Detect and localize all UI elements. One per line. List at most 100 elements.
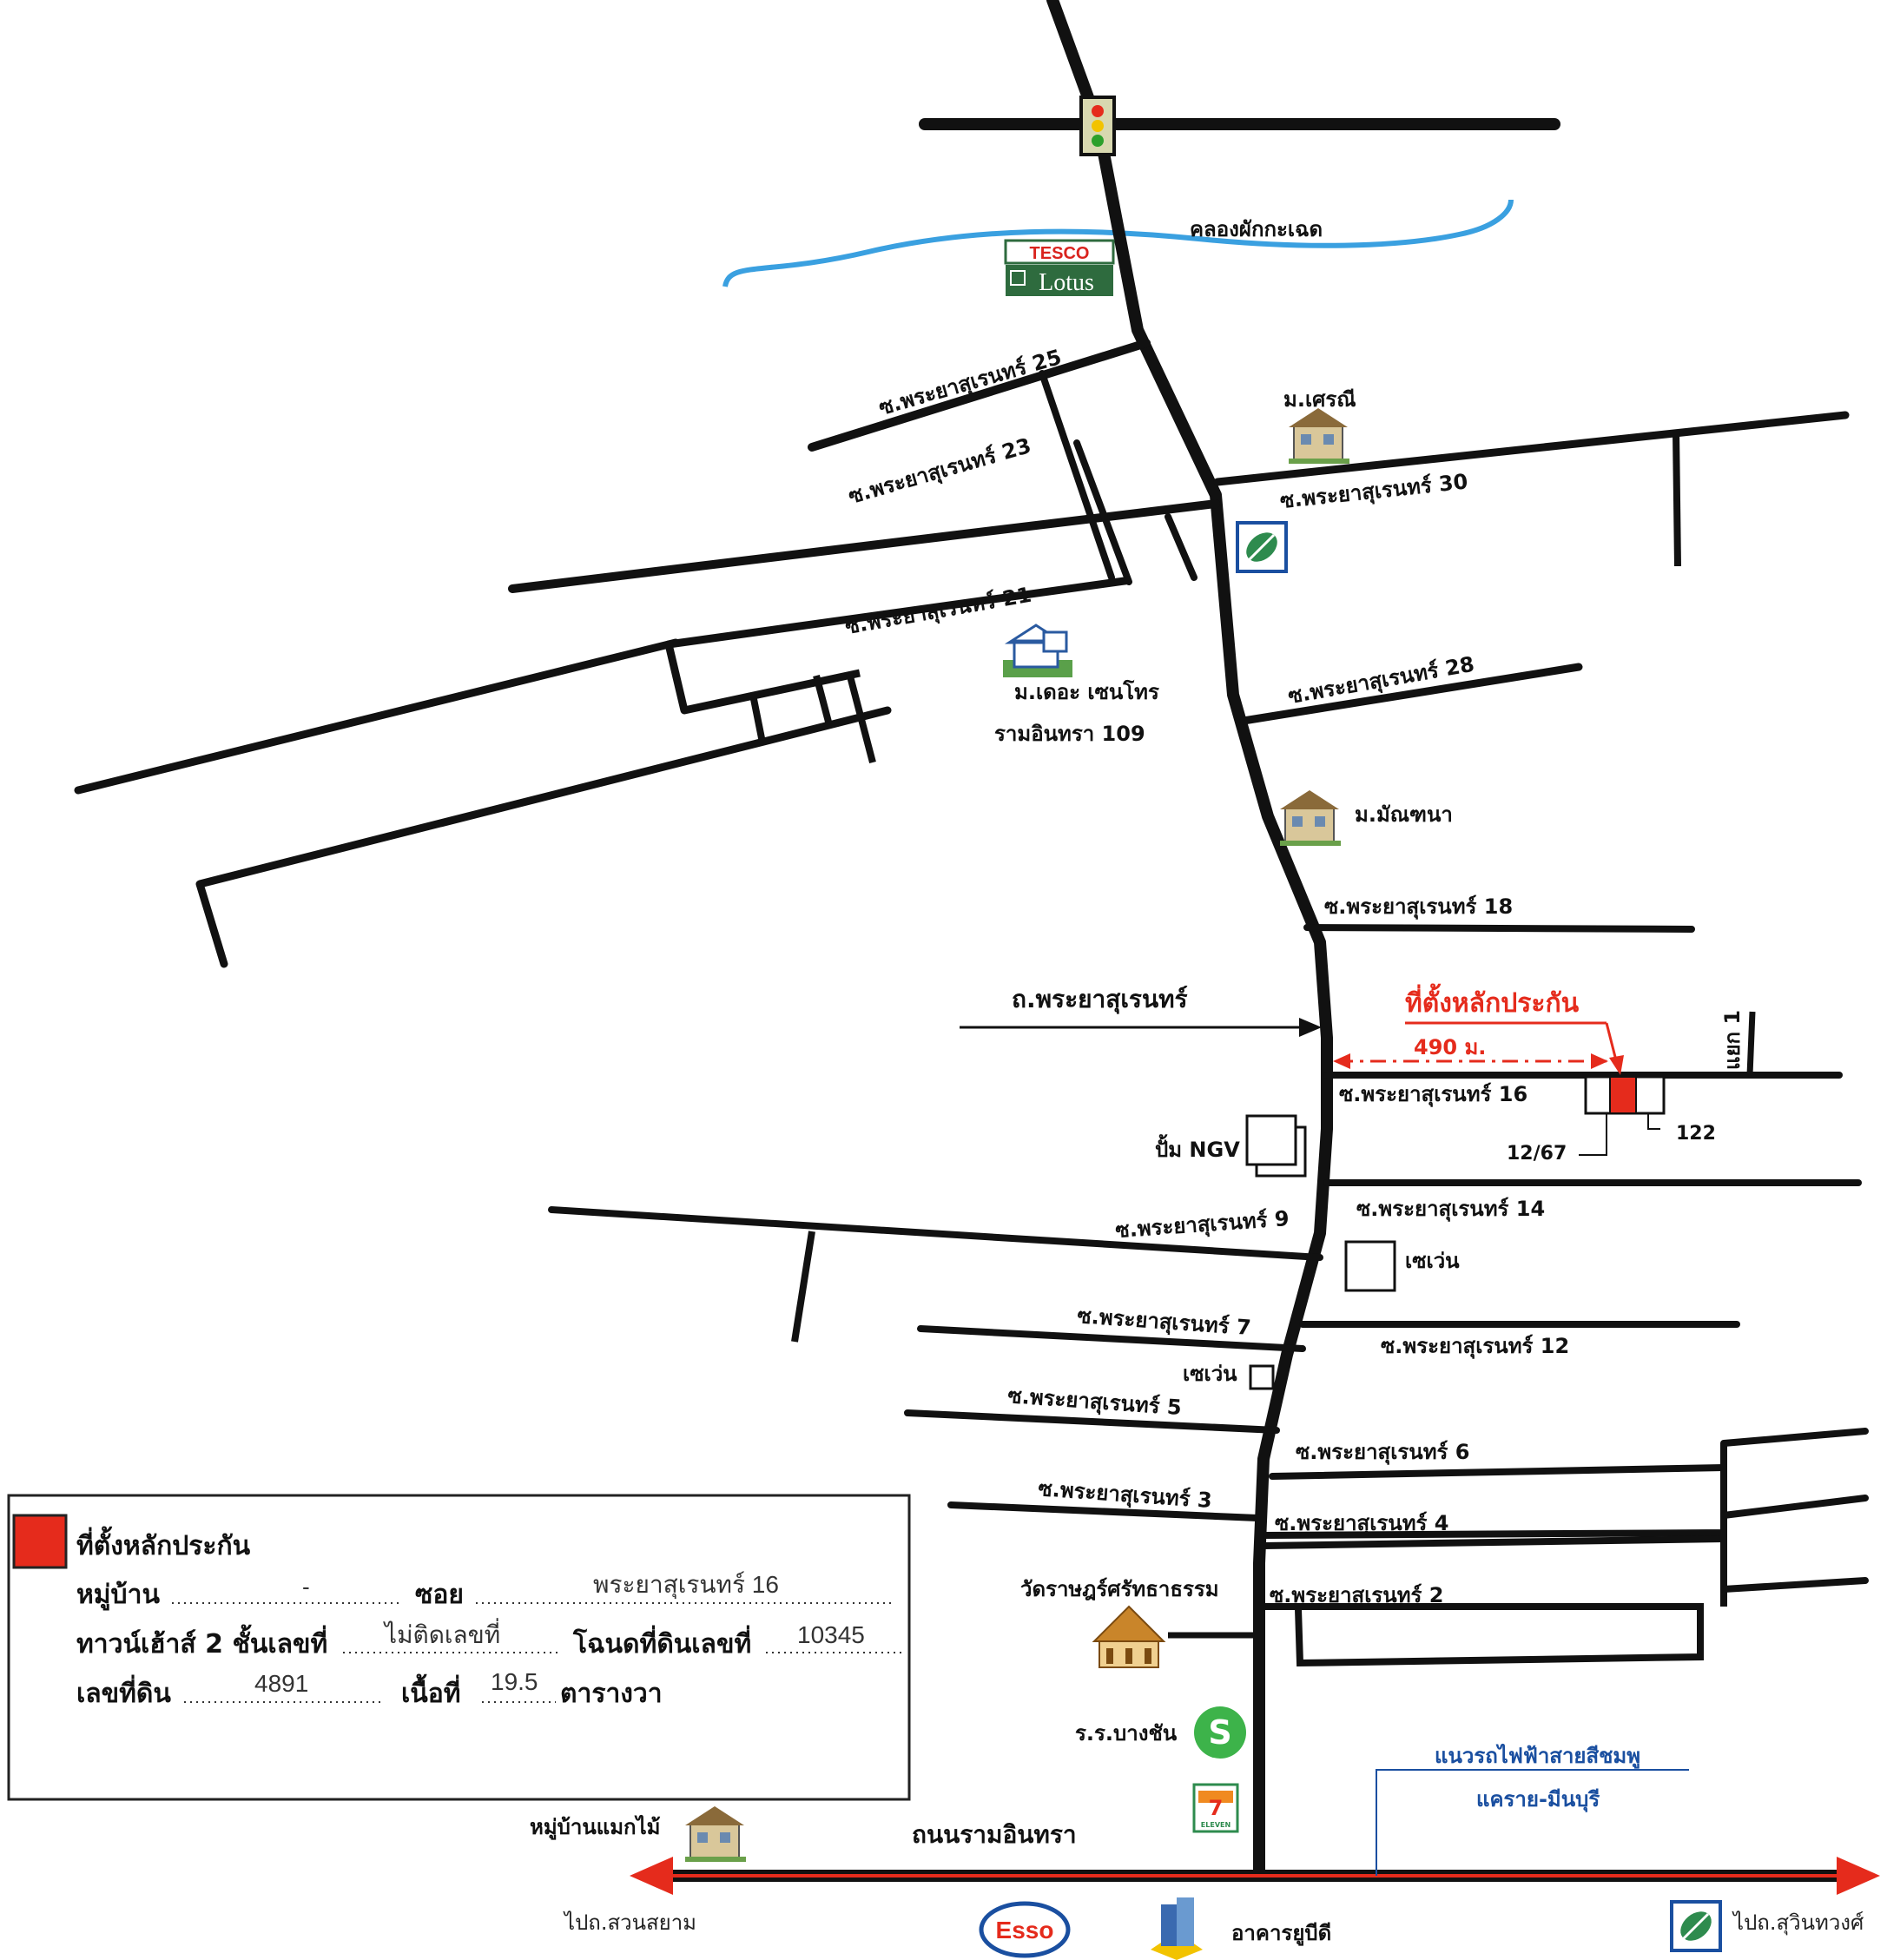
target-label: ที่ตั้งหลักประกัน [1405, 983, 1580, 1019]
canal-line [722, 199, 1514, 287]
pink-line-marker [1376, 1769, 1689, 1876]
soi-28-road [1239, 663, 1583, 725]
centro-label-1: ม.เดอะ เซนโทร [1014, 679, 1159, 704]
soi-18-road [1303, 924, 1695, 933]
legend-townhouse-value: ไม่ติดเลขที่ [383, 1618, 500, 1648]
soi-25-label: ซ.พระยาสุเรนทร์ 25 [876, 345, 1065, 422]
legend-soi-label: ซอย [415, 1580, 464, 1610]
arrow-right-label: ไปถ.สุวินทวงศ์ [1732, 1911, 1864, 1936]
soi-6-label: ซ.พระยาสุเรนทร์ 6 [1296, 1440, 1469, 1466]
soi-21-road [664, 576, 1132, 715]
ubd-label: อาคารยูบีดี [1231, 1921, 1331, 1946]
soi-4-ext [1720, 1577, 1869, 1593]
building-icon-ubd [1151, 1897, 1203, 1960]
soi-4-road [1260, 1535, 1727, 1549]
seven-eleven-box-2 [1249, 1364, 1275, 1390]
soi-2-label: ซ.พระยาสุเรนทร์ 2 [1270, 1583, 1443, 1609]
soi-21-spur-b [813, 674, 833, 727]
distance-arrow-right [1591, 1053, 1608, 1069]
legend-area-unit: ตารางวา [560, 1679, 663, 1709]
target-pointer-head [1609, 1055, 1624, 1075]
arrow-right-head [1837, 1857, 1880, 1895]
svg-text:TESCO: TESCO [1030, 244, 1090, 263]
soi-9-road [548, 1206, 1323, 1261]
svg-text:Esso: Esso [996, 1917, 1054, 1944]
soi-6-road [1269, 1464, 1727, 1480]
branch-1-label: แยก 1 [1720, 1010, 1745, 1070]
legend-area-value: 19.5 [491, 1668, 538, 1695]
main-road-label: ถ.พระยาสุเรนทร์ [1012, 985, 1188, 1014]
main-road-pointer-head [1299, 1018, 1322, 1037]
legend-townhouse-label: ทาวน์เฮ้าส์ 2 ชั้นเลขที่ [76, 1624, 327, 1660]
branch-1-road [1746, 1011, 1756, 1076]
traffic-light-icon [1079, 96, 1116, 156]
soi-23-spur-a [1073, 439, 1132, 585]
distance-label: 490 ม. [1414, 1035, 1486, 1059]
seven-eleven-box-1 [1344, 1240, 1396, 1292]
soi-21-label: ซ.พระยาสุเรนทร์ 21 [843, 583, 1033, 641]
svg-text:Lotus: Lotus [1039, 269, 1094, 296]
soi-6-ext-b [1720, 1495, 1869, 1519]
house-icon-centro [1003, 624, 1072, 677]
pink-line-label-1: แนวรถไฟฟ้าสายสีชมพู [1435, 1743, 1640, 1769]
pink-line-label-2: แคราย-มีนบุรี [1476, 1787, 1600, 1813]
soi-5-road [904, 1409, 1280, 1434]
soi-30-spur [1673, 432, 1681, 567]
house-right-label: 122 [1676, 1123, 1716, 1145]
legend-land-label: เลขที่ดิน [76, 1674, 171, 1709]
arrow-left-label: ไปถ.สวนสยาม [563, 1911, 696, 1935]
legend-deed-label: โฉนดที่ดินเลขที่ [572, 1625, 751, 1660]
house-icon-sereni [1289, 408, 1349, 464]
svg-text:S: S [1208, 1713, 1231, 1752]
soi-4-label: ซ.พระยาสุเรนทร์ 4 [1275, 1511, 1448, 1537]
house-left-leader [1579, 1113, 1607, 1156]
legend-title: ที่ตั้งหลักประกัน [76, 1526, 251, 1561]
seven-label-1: เซเว่น [1405, 1249, 1460, 1273]
seven-eleven-logo-icon: 7 ELEVEN [1192, 1783, 1239, 1833]
soi-3-road [947, 1501, 1261, 1521]
target-plot [1609, 1076, 1637, 1114]
ngv-label: ปั้ม NGV [1155, 1133, 1240, 1162]
school-label: ร.ร.บางชัน [1075, 1721, 1178, 1746]
soi-23-road [508, 499, 1220, 593]
distance-arrow-left [1333, 1053, 1350, 1069]
legend-village-value: - [302, 1574, 310, 1600]
soi-18-label: ซ.พระยาสุเรนทร์ 18 [1324, 894, 1513, 921]
ngv-pump-icon [1245, 1114, 1307, 1178]
long-left-road-2 [195, 706, 892, 968]
temple-icon [1092, 1605, 1166, 1668]
long-left-road-1 [74, 638, 680, 795]
soi-23-spur-b [1165, 513, 1198, 581]
svg-text:ELEVEN: ELEVEN [1201, 1821, 1231, 1829]
soi-7-road [917, 1325, 1306, 1352]
soi-25-road [808, 339, 1151, 452]
soi-12-label: ซ.พระยาสุเรนทร์ 12 [1381, 1334, 1569, 1360]
soi-25-spur [1039, 370, 1115, 581]
canal-label: คลองผักกะเฉด [1190, 217, 1323, 241]
legend-village-label: หมู่บ้าน [76, 1580, 160, 1611]
school-icon: S [1194, 1706, 1246, 1759]
svg-text:7: 7 [1209, 1796, 1224, 1820]
soi-2-loop [1263, 1603, 1704, 1667]
arrow-left-head [630, 1857, 673, 1895]
legend-area-label: เนื้อที่ [401, 1673, 461, 1709]
centro-label-2: รามอินทรา 109 [994, 722, 1145, 746]
maekmai-label: หมู่บ้านแมกไม้ [530, 1814, 660, 1840]
soi-9-label: ซ.พระยาสุเรนทร์ 9 [1114, 1206, 1290, 1244]
main-road [1046, 0, 1333, 1882]
house-icon-maekmai [685, 1806, 746, 1862]
legend-land-value: 4891 [254, 1670, 308, 1697]
soi-30-road [1213, 411, 1850, 486]
legend-deed-value: 10345 [797, 1621, 865, 1648]
legend-box: ที่ตั้งหลักประกัน หมู่บ้าน - ซอย พระยาสุ… [7, 1494, 911, 1801]
esso-logo: Esso [979, 1901, 1071, 1958]
soi-16-label: ซ.พระยาสุเรนทร์ 16 [1339, 1082, 1527, 1108]
temple-label: วัดราษฎร์ศรัทธาธรรม [1020, 1577, 1219, 1601]
gas-station-leaf-icon [1236, 521, 1288, 573]
soi-21-spur-a [750, 698, 766, 743]
house-icon-manthana [1280, 790, 1341, 846]
gas-station-leaf-icon-bottom [1670, 1900, 1722, 1952]
ramintra-label: ถนนรามอินทรา [912, 1820, 1077, 1849]
soi-23-label: ซ.พระยาสุเรนทร์ 23 [846, 433, 1034, 511]
